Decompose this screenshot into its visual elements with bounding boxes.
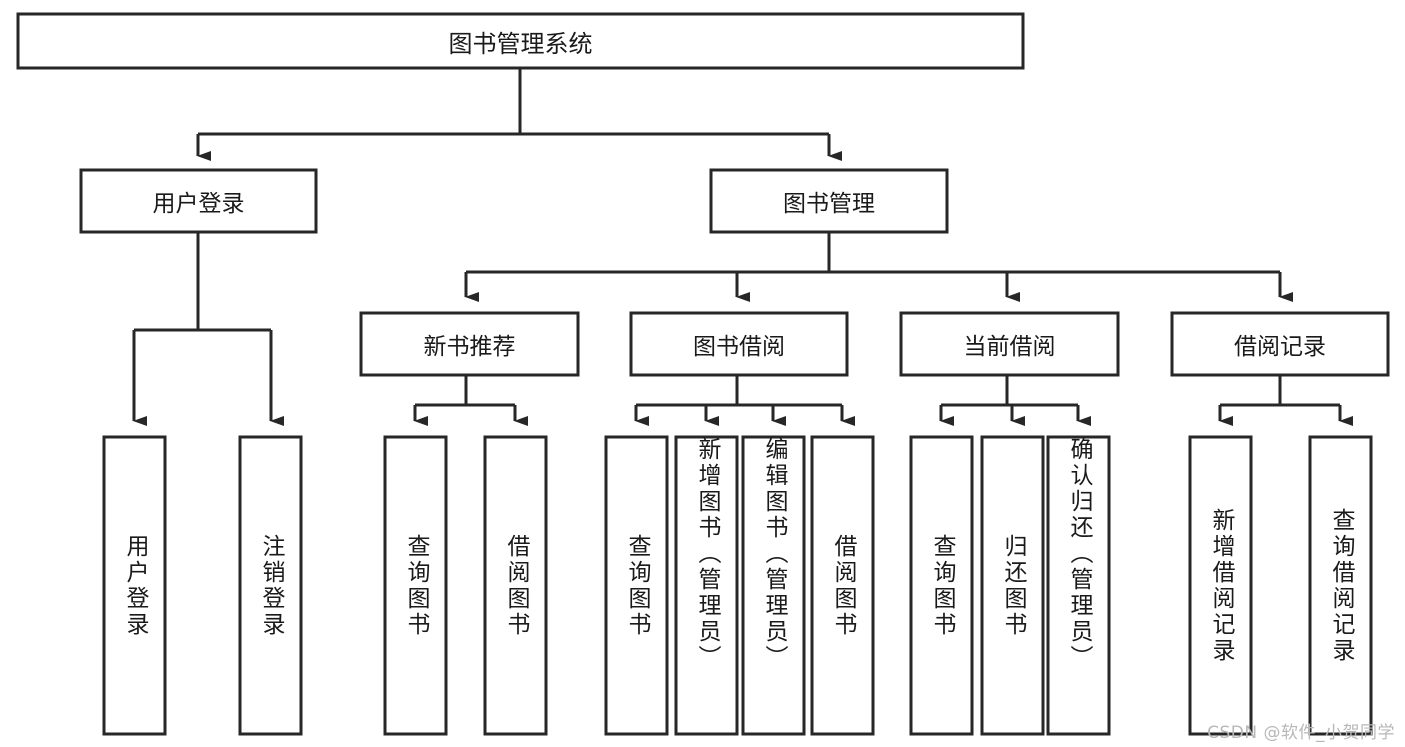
connector-group-user-login	[132, 232, 284, 426]
node-box-leaf-query-borrow-record[interactable]	[1308, 435, 1373, 736]
node-box-book-borrow[interactable]	[629, 311, 849, 377]
node-box-leaf-query-book-current[interactable]	[909, 435, 974, 736]
node-box-leaf-user-login[interactable]	[102, 435, 167, 736]
connector-group-book-borrow	[634, 375, 855, 426]
connector-group-new-book-recommend	[413, 375, 528, 426]
node-box-leaf-add-book-admin[interactable]	[674, 435, 739, 736]
connector-group-book-management	[464, 232, 1293, 302]
watermark-text: CSDN @软件_小贺同学	[1207, 723, 1395, 743]
node-box-leaf-borrow-book[interactable]	[810, 435, 875, 736]
node-box-book-management[interactable]	[709, 168, 949, 234]
node-box-leaf-logout-login[interactable]	[238, 435, 303, 736]
node-box-current-borrow[interactable]	[899, 311, 1120, 377]
node-box-leaf-confirm-return-admin[interactable]	[1046, 435, 1111, 736]
node-box-leaf-edit-book-admin[interactable]	[741, 435, 806, 736]
node-box-user-login[interactable]	[79, 168, 318, 234]
connector-group-current-borrow	[939, 375, 1091, 426]
connector-group-root	[196, 68, 842, 161]
node-box-leaf-return-book[interactable]	[980, 435, 1045, 736]
node-box-leaf-add-borrow-record[interactable]	[1188, 435, 1253, 736]
node-box-new-book-recommend[interactable]	[359, 311, 580, 377]
node-box-root[interactable]	[16, 12, 1025, 70]
node-box-borrow-record[interactable]	[1170, 311, 1390, 377]
node-box-leaf-query-book-borrow[interactable]	[604, 435, 669, 736]
node-box-leaf-borrow-book-rec[interactable]	[483, 435, 548, 736]
connector-group-borrow-record	[1218, 375, 1353, 426]
node-box-leaf-query-book-rec[interactable]	[383, 435, 448, 736]
